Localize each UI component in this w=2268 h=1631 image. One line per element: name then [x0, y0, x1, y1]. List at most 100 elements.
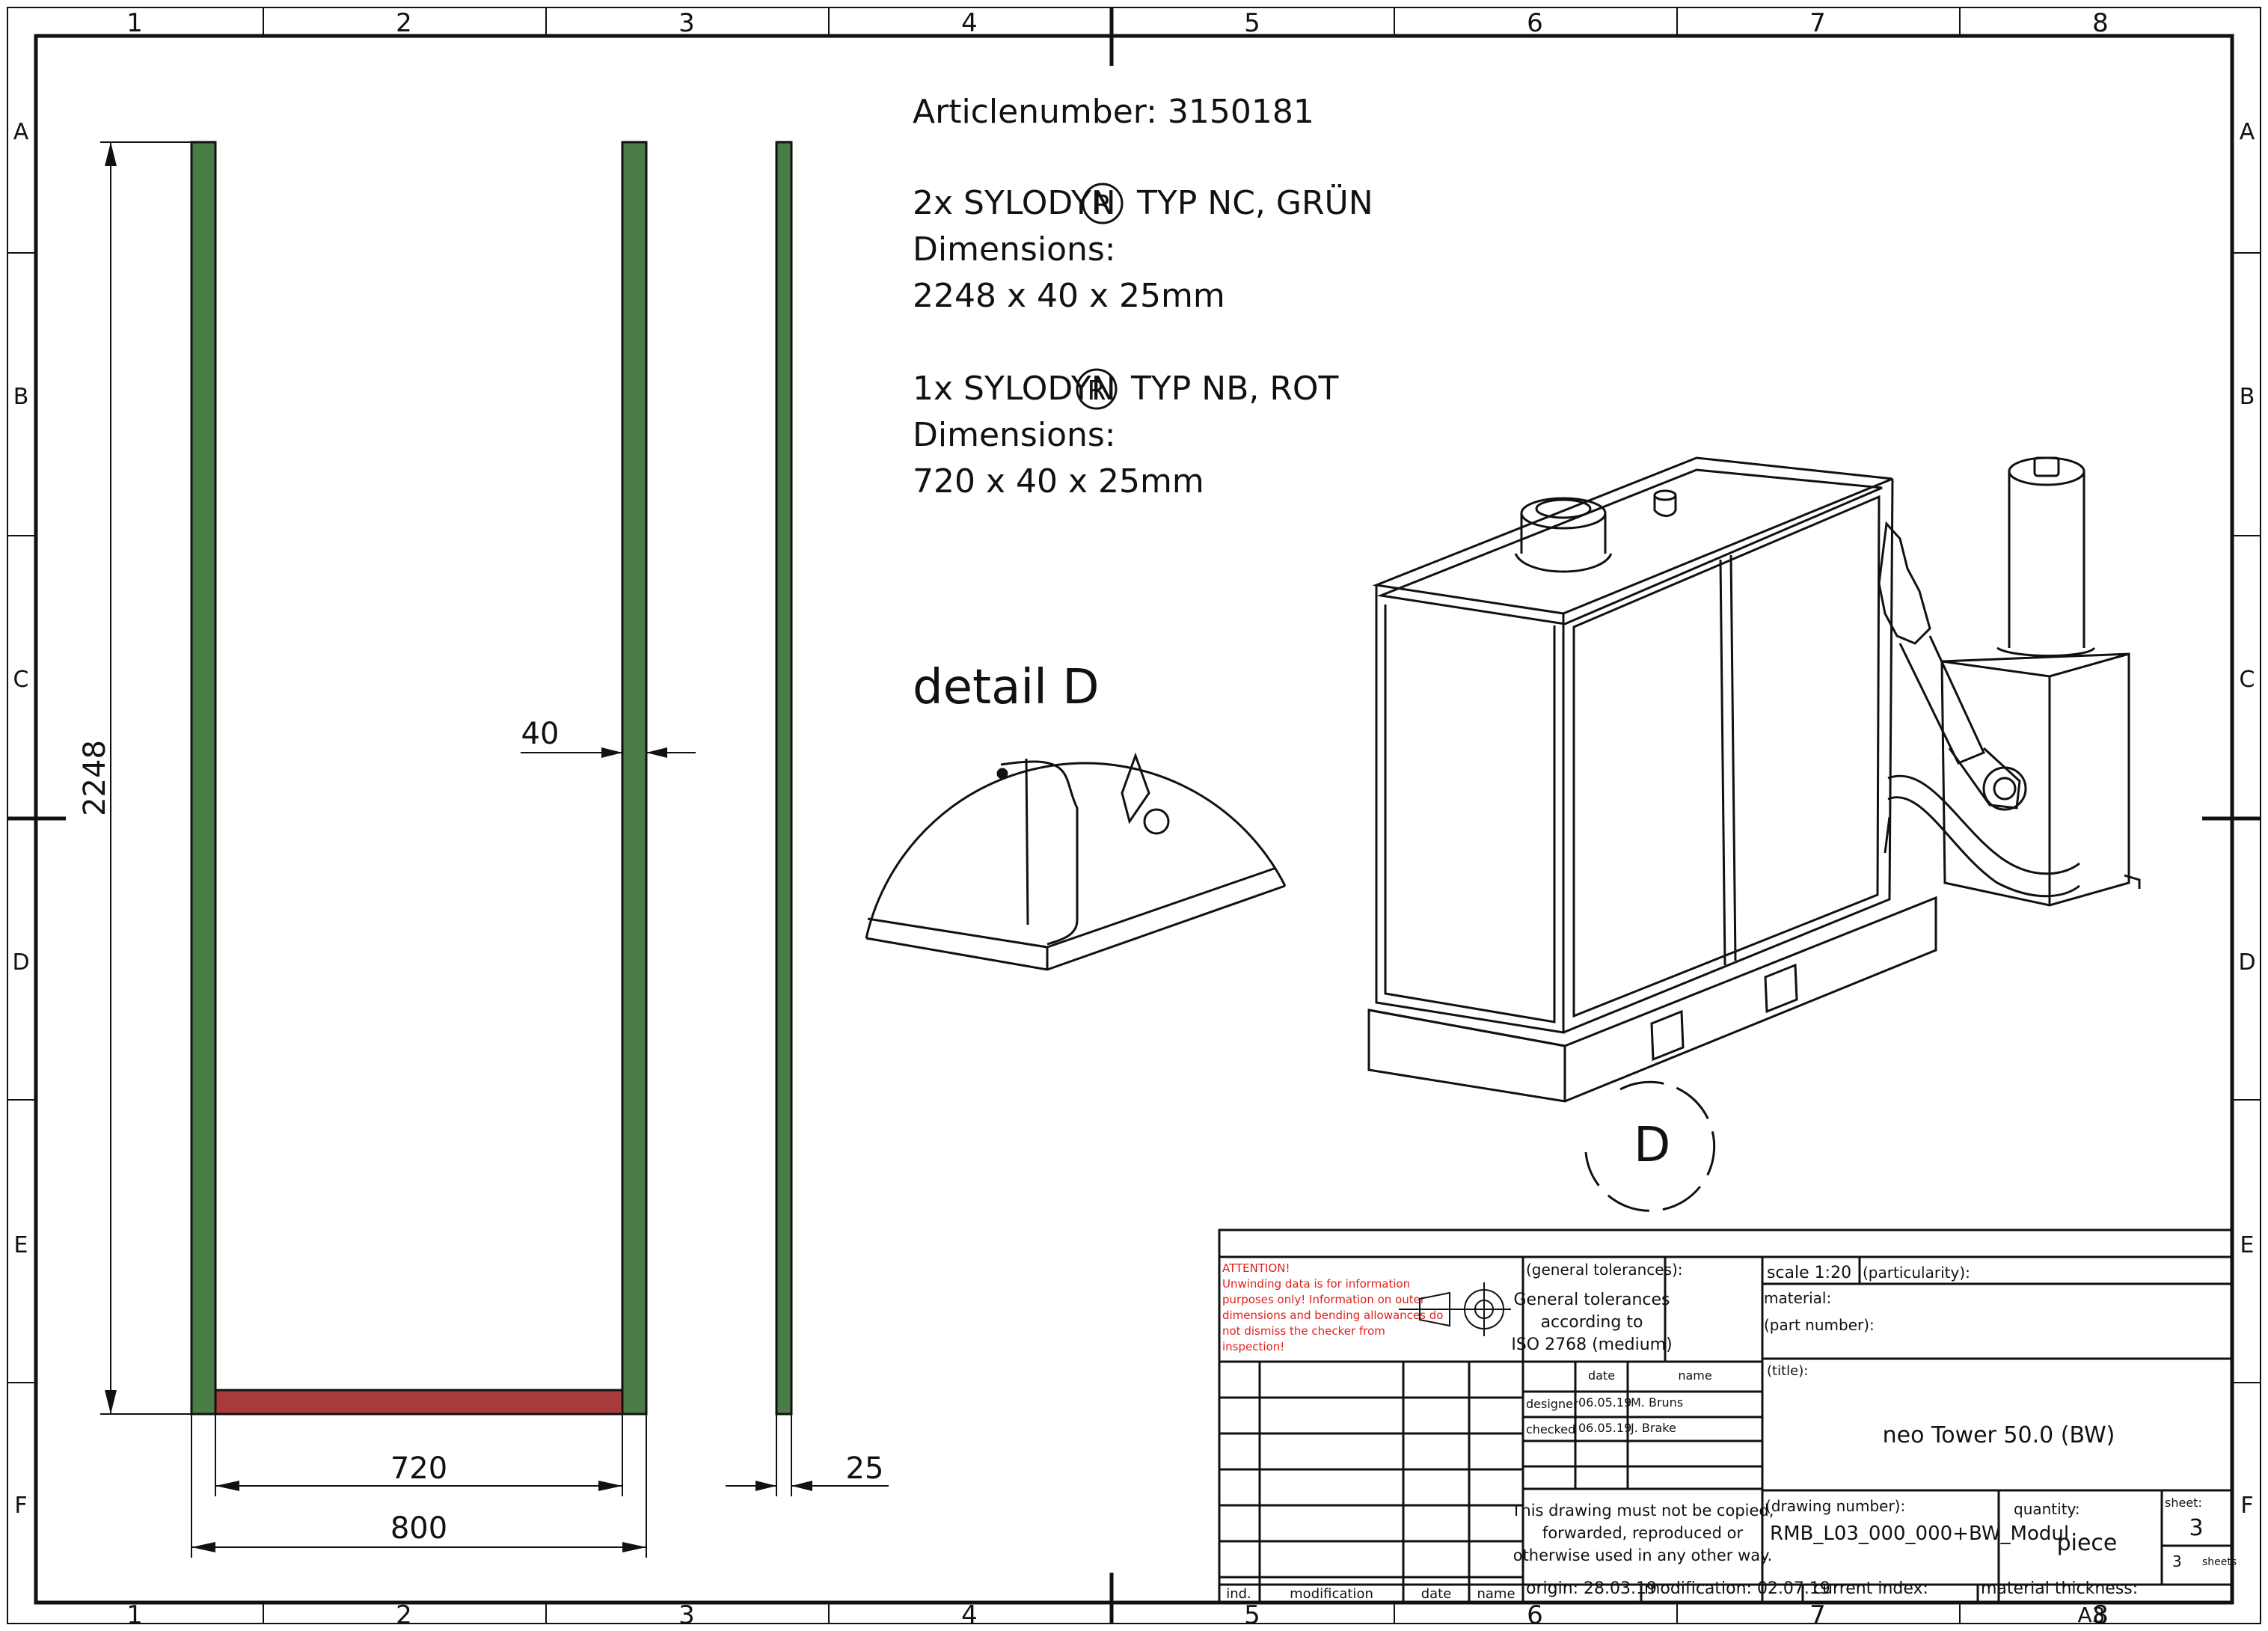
strip1-type: TYP NC, GRÜN [1136, 183, 1373, 222]
dimension-inner-width-label: 720 [390, 1451, 447, 1486]
green-strip-right [621, 141, 648, 1416]
column-label: 3 [678, 8, 695, 38]
attention-line: inspection! [1222, 1340, 1284, 1353]
checked-label: checked [1526, 1422, 1575, 1436]
drawing-number-label: (drawing number): [1765, 1497, 1905, 1515]
attention-line: Unwinding data is for information [1222, 1277, 1410, 1291]
outer-border [7, 7, 2261, 1624]
revision-index-header: ind. [1226, 1586, 1251, 1602]
sheets-total: 3 [2172, 1552, 2182, 1570]
column-label: 5 [1244, 1600, 1260, 1630]
attention-line: not dismiss the checker from [1222, 1324, 1385, 1338]
strip1-dimensions: 2248 x 40 x 25mm [913, 277, 1225, 315]
modification-date: modification: 02.07.19 [1644, 1579, 1830, 1598]
dimension-thickness-label: 25 [846, 1451, 884, 1486]
strip2-dimensions: 720 x 40 x 25mm [913, 462, 1204, 501]
copy-line: This drawing must not be copied, [1511, 1502, 1774, 1520]
column-label: 1 [126, 8, 143, 38]
drawing-number: RMB_L03_000_000+BW_Modul [1770, 1523, 2069, 1545]
column-label: 7 [1809, 8, 1826, 38]
drawing-frame [7, 7, 2261, 1624]
row-ticks [7, 252, 2261, 1383]
tolerance-line: General tolerances [1514, 1291, 1670, 1309]
row-label: D [2238, 949, 2255, 976]
row-label: C [2240, 667, 2255, 693]
column-label: 8 [2092, 8, 2109, 38]
column-label: 6 [1527, 8, 1543, 38]
checked-name: J. Brake [1630, 1421, 1676, 1435]
detail-marker-letter: D [1634, 1118, 1670, 1173]
drawing-title: neo Tower 50.0 (BW) [1883, 1422, 2115, 1448]
column-label: 2 [396, 1600, 412, 1630]
column-ticks-bottom [263, 1603, 1961, 1624]
article-notes: Articlenumber: 3150181 2x SYLODYN R TYP … [913, 93, 1373, 501]
attention-line: ATTENTION! [1222, 1261, 1290, 1275]
copy-line: forwarded, reproduced or [1542, 1524, 1744, 1542]
row-label: A [2240, 119, 2255, 145]
quantity-label: quantity: [2014, 1500, 2080, 1518]
column-ticks-top [263, 7, 1961, 36]
title-block [1218, 1228, 2234, 1604]
checked-date: 06.05.19 [1578, 1421, 1631, 1435]
revision-date-header: date [1421, 1586, 1452, 1602]
projection-symbol-icon [1399, 1282, 1511, 1336]
designer-label: designer [1526, 1397, 1578, 1411]
registered-mark-icon [1082, 183, 1124, 224]
row-label: E [2240, 1232, 2255, 1258]
scale-value: scale 1:20 [1767, 1264, 1851, 1282]
row-label: F [2240, 1493, 2253, 1519]
copy-line: otherwise used in any other way. [1513, 1546, 1773, 1564]
strip1-quantity: 2x SYLODYN [913, 184, 1116, 222]
dimension-strip-width-label: 40 [521, 717, 560, 751]
column-label: 5 [1244, 8, 1260, 38]
column-labels-bottom: 1 2 3 4 5 6 7 8 [126, 1600, 2109, 1630]
inner-border [34, 34, 2234, 1605]
machine-iso-view [1367, 456, 2141, 1103]
column-labels-top: 1 2 3 4 5 6 7 8 [126, 8, 2109, 38]
green-strip-left [190, 141, 217, 1416]
green-strip-side-view [775, 141, 793, 1416]
tolerance-line: ISO 2768 (medium) [1511, 1335, 1672, 1354]
current-index-label: current index: [1813, 1579, 1928, 1598]
tolerance-area: (general tolerances): General tolerances… [1511, 1261, 1682, 1354]
designer-name: M. Bruns [1631, 1395, 1683, 1410]
row-label: A [13, 119, 29, 145]
row-labels-right: A B C D E F [2238, 119, 2255, 1519]
particularity-label: (particularity): [1863, 1264, 1970, 1282]
row-label: F [14, 1493, 27, 1519]
strip-layout [190, 141, 793, 1416]
revision-modification-header: modification [1290, 1586, 1373, 1602]
centering-marks [7, 7, 2261, 1624]
sheets-label: sheets [2202, 1556, 2237, 1568]
column-label: 4 [961, 1600, 978, 1630]
material-label: material: [1764, 1289, 1831, 1307]
dimension-lines [100, 141, 889, 1558]
column-label: 6 [1527, 1600, 1543, 1630]
origin-date: origin: 28.03.19 [1526, 1579, 1657, 1598]
title-label: (title): [1767, 1363, 1808, 1379]
designer-date: 06.05.19 [1578, 1395, 1631, 1410]
sheet-label: sheet: [2165, 1496, 2202, 1510]
article-number: Articlenumber: 3150181 [913, 93, 1314, 131]
quantity-value: piece [2057, 1530, 2118, 1556]
column-label: 2 [396, 8, 412, 38]
row-labels-left: A B C D E F [12, 119, 29, 1519]
signoff-table: date name designer 06.05.19 M. Bruns che… [1526, 1368, 1712, 1436]
copyright-note: This drawing must not be copied, forward… [1511, 1502, 1774, 1564]
attention-note: ATTENTION! Unwinding data is for informa… [1222, 1261, 1443, 1353]
sheet-number: 3 [2189, 1515, 2203, 1541]
name-header: name [1678, 1368, 1711, 1383]
column-label: 7 [1809, 1600, 1826, 1630]
column-label: 8 [2092, 1600, 2109, 1630]
dimension-height-label: 2248 [78, 740, 112, 816]
material-thickness-label: material thickness: [1981, 1579, 2138, 1598]
title-block-outer [1218, 1228, 2234, 1604]
registered-mark-letter: R [1093, 190, 1112, 221]
strip1-dimensions-label: Dimensions: [913, 230, 1116, 269]
dimension-outer-width-label: 800 [390, 1511, 447, 1546]
paper-format: A3 [2078, 1603, 2106, 1627]
attention-line: dimensions and bending allowances do [1222, 1309, 1443, 1322]
detail-d-view [865, 752, 1287, 971]
row-label: B [13, 384, 29, 410]
